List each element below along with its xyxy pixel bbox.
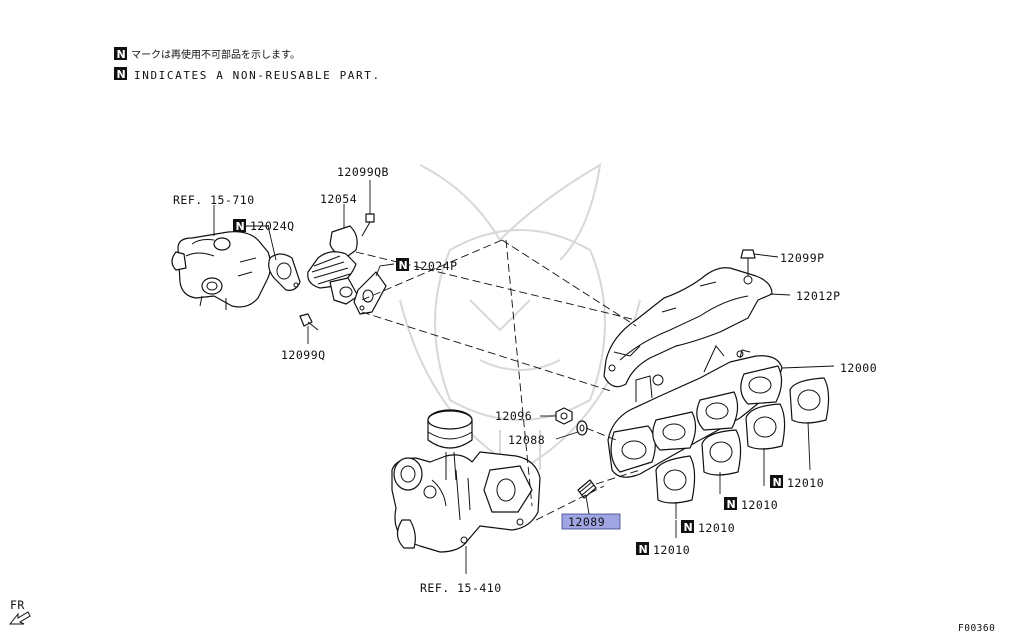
bolt-12099qb[interactable]: [361, 213, 375, 237]
gasket-12010-2[interactable]: [701, 429, 742, 476]
badge-12024p: [396, 258, 409, 271]
label-12012p[interactable]: 12012P: [796, 289, 841, 303]
gasket-12024q[interactable]: [268, 253, 301, 291]
label-ref-15-710[interactable]: REF. 15-710: [173, 193, 255, 207]
front-arrow-icon: [8, 611, 31, 625]
bolt-12099q[interactable]: [299, 313, 319, 331]
badge-12024q: [233, 219, 246, 232]
badge-12010-b: [724, 497, 737, 510]
front-direction-indicator: FR: [8, 598, 31, 625]
badge-12010-a: [770, 475, 783, 488]
part-labels: REF. 15-710 N 12024Q 12054 12099QB N 120…: [173, 165, 877, 595]
legend-english-text: INDICATES A NON-REUSABLE PART.: [134, 69, 381, 82]
badge-12010-c: [681, 520, 694, 533]
label-12010-d[interactable]: 12010: [653, 543, 690, 557]
bolt-12099p[interactable]: [740, 249, 756, 276]
label-12024q[interactable]: 12024Q: [250, 219, 295, 233]
wastegate-actuator[interactable]: [427, 409, 473, 481]
non-reusable-badge: [114, 47, 127, 60]
legend-japanese-text: マークは再使用不可部品を示します。: [131, 48, 300, 61]
label-12099q[interactable]: 12099Q: [281, 348, 326, 362]
gasket-12024p[interactable]: [353, 271, 387, 315]
legend: N マークは再使用不可部品を示します。 N INDICATES A NON-RE…: [114, 47, 381, 82]
svg-text:N: N: [639, 543, 648, 556]
label-12000[interactable]: 12000: [840, 361, 877, 375]
washer-12088[interactable]: [576, 420, 588, 436]
stud-12089[interactable]: [577, 479, 597, 499]
label-12024p[interactable]: 12024P: [413, 259, 458, 273]
highlight-12089[interactable]: [561, 513, 621, 530]
label-12099p[interactable]: 12099P: [780, 251, 825, 265]
label-12089[interactable]: 12089: [568, 515, 605, 529]
svg-text:N: N: [773, 476, 782, 489]
svg-text:N: N: [684, 521, 693, 534]
gasket-12010-1[interactable]: [655, 455, 696, 504]
fr-label: FR: [10, 598, 25, 612]
svg-text:N: N: [727, 498, 736, 511]
gasket-12010-3[interactable]: [745, 403, 786, 450]
non-reusable-badge-letter: N: [117, 48, 126, 61]
gasket-12010-4[interactable]: [789, 377, 830, 424]
nut-12096[interactable]: [555, 407, 573, 425]
svg-text:N: N: [399, 259, 408, 272]
figure-code: F00360: [958, 623, 995, 634]
egr-valve-housing[interactable]: [171, 231, 272, 310]
label-12010-c[interactable]: 12010: [698, 521, 735, 535]
label-ref-15-410[interactable]: REF. 15-410: [420, 581, 502, 595]
svg-text:N: N: [117, 68, 126, 81]
badge-12010-d: [636, 542, 649, 555]
svg-text:N: N: [236, 220, 245, 233]
heat-shield-12012p[interactable]: [603, 267, 773, 388]
label-12096[interactable]: 12096: [495, 409, 532, 423]
label-12010-a[interactable]: 12010: [787, 476, 824, 490]
leader-lines: [213, 180, 835, 574]
egr-pipe-12054[interactable]: [307, 225, 359, 305]
label-12010-b[interactable]: 12010: [741, 498, 778, 512]
turbocharger[interactable]: [391, 451, 541, 553]
label-12088[interactable]: 12088: [508, 433, 545, 447]
label-12099qb[interactable]: 12099QB: [337, 165, 389, 179]
exhaust-manifold-12000[interactable]: [607, 345, 783, 478]
label-12054[interactable]: 12054: [320, 192, 357, 206]
